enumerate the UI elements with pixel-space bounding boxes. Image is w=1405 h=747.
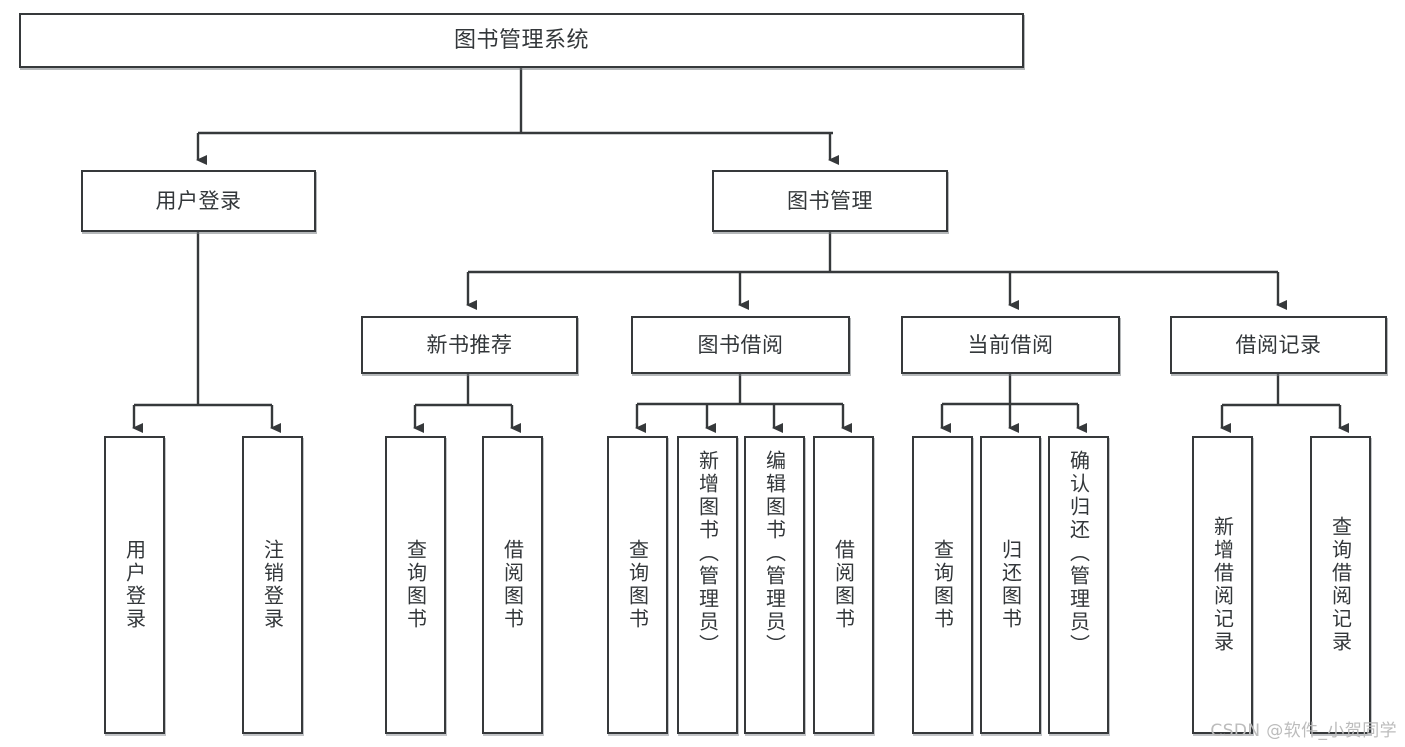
leaf-user-login-label: 用户登录 [122, 539, 147, 631]
node-new-book-recommend-label: 新书推荐 [426, 332, 513, 357]
leaf-query-book-3[interactable]: 查询图书 [912, 436, 973, 734]
node-borrow-record-label: 借阅记录 [1235, 332, 1322, 357]
leaf-query-book-1[interactable]: 查询图书 [385, 436, 446, 734]
leaf-return-book[interactable]: 归还图书 [980, 436, 1041, 734]
node-book-borrow-label: 图书借阅 [697, 332, 784, 357]
leaf-confirm-return-label: 确认归还（管理员） [1066, 450, 1091, 657]
node-root-label: 图书管理系统 [453, 27, 589, 53]
leaf-add-book-label: 新增图书（管理员） [695, 450, 720, 657]
leaf-query-book-3-label: 查询图书 [930, 539, 955, 631]
leaf-edit-book-label: 编辑图书（管理员） [762, 450, 787, 657]
leaf-logout[interactable]: 注销登录 [242, 436, 303, 734]
leaf-borrow-book-2-label: 借阅图书 [831, 539, 856, 631]
leaf-add-record-label: 新增借阅记录 [1210, 516, 1235, 654]
leaf-add-book[interactable]: 新增图书（管理员） [677, 436, 738, 734]
node-borrow-record[interactable]: 借阅记录 [1170, 316, 1387, 374]
leaf-user-login[interactable]: 用户登录 [104, 436, 165, 734]
leaf-borrow-book-1[interactable]: 借阅图书 [482, 436, 543, 734]
leaf-query-book-2[interactable]: 查询图书 [607, 436, 668, 734]
node-user-login-label: 用户登录 [155, 188, 242, 213]
node-book-borrow[interactable]: 图书借阅 [631, 316, 850, 374]
node-current-borrow[interactable]: 当前借阅 [901, 316, 1120, 374]
leaf-borrow-book-2[interactable]: 借阅图书 [813, 436, 874, 734]
node-book-manage-label: 图书管理 [787, 188, 873, 213]
leaf-return-book-label: 归还图书 [998, 539, 1023, 631]
leaf-borrow-book-1-label: 借阅图书 [500, 539, 525, 631]
leaf-logout-label: 注销登录 [260, 539, 285, 631]
csdn-watermark: CSDN @软件_小贺同学 [1210, 721, 1397, 741]
leaf-confirm-return[interactable]: 确认归还（管理员） [1048, 436, 1109, 734]
leaf-edit-book[interactable]: 编辑图书（管理员） [744, 436, 805, 734]
node-book-manage[interactable]: 图书管理 [712, 170, 948, 232]
leaf-query-book-2-label: 查询图书 [625, 539, 650, 631]
node-new-book-recommend[interactable]: 新书推荐 [361, 316, 578, 374]
node-current-borrow-label: 当前借阅 [967, 332, 1054, 357]
leaf-query-book-1-label: 查询图书 [403, 539, 428, 631]
node-root[interactable]: 图书管理系统 [19, 13, 1024, 68]
leaf-query-record-label: 查询借阅记录 [1328, 516, 1353, 654]
leaf-query-record[interactable]: 查询借阅记录 [1310, 436, 1371, 734]
leaf-add-record[interactable]: 新增借阅记录 [1192, 436, 1253, 734]
node-user-login[interactable]: 用户登录 [81, 170, 316, 232]
